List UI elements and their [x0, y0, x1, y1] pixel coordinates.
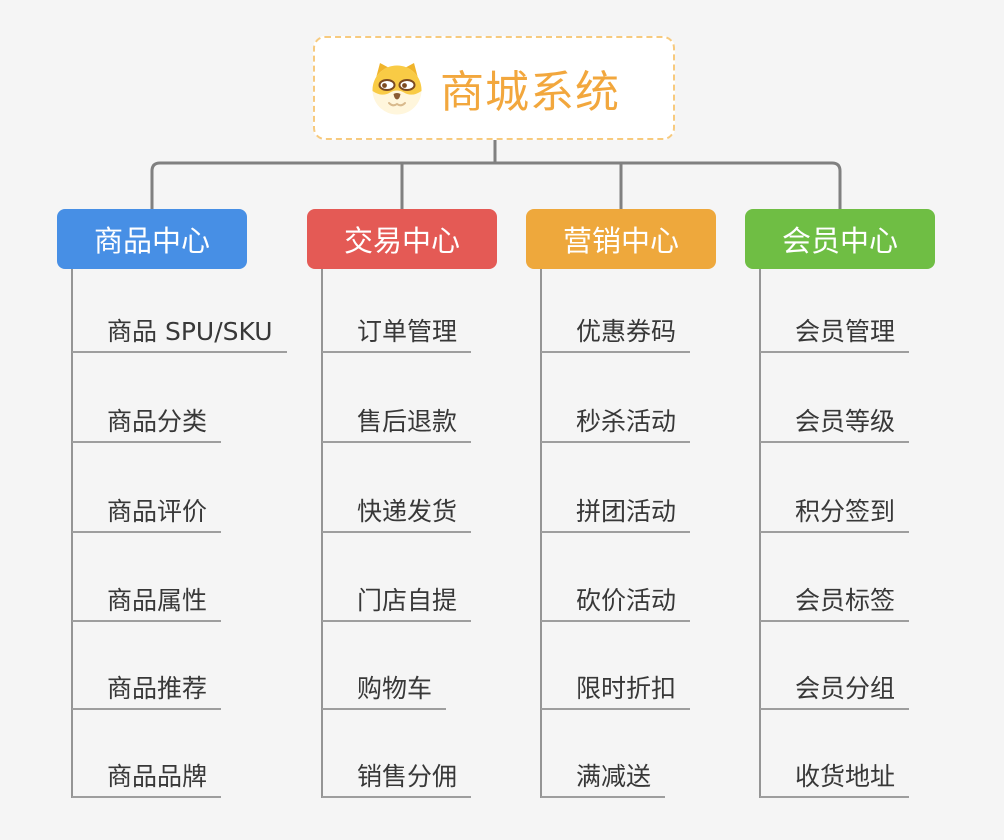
leaf-label: 优惠券码	[576, 317, 677, 346]
leaf-label: 订单管理	[357, 317, 458, 346]
leaf-item-trade-center-3[interactable]: 快递发货	[322, 487, 472, 533]
leaf-label: 会员等级	[795, 407, 896, 436]
leaf-item-product-center-2[interactable]: 商品分类	[72, 397, 222, 443]
leaf-label: 会员管理	[795, 317, 896, 346]
leaf-label: 满减送	[576, 762, 652, 791]
leaf-label: 商品 SPU/SKU	[107, 317, 273, 346]
leaf-label: 商品品牌	[107, 762, 208, 791]
leaf-item-member-center-6[interactable]: 收货地址	[760, 752, 910, 798]
leaf-item-trade-center-6[interactable]: 销售分佣	[322, 752, 472, 798]
leaf-item-marketing-center-5[interactable]: 限时折扣	[541, 664, 691, 710]
leaf-item-product-center-1[interactable]: 商品 SPU/SKU	[72, 307, 287, 353]
leaf-label: 快递发货	[357, 497, 458, 526]
leaf-label: 拼团活动	[576, 497, 677, 526]
leaf-item-product-center-5[interactable]: 商品推荐	[72, 664, 222, 710]
leaf-item-marketing-center-3[interactable]: 拼团活动	[541, 487, 691, 533]
branch-node-trade-center[interactable]: 交易中心	[307, 209, 497, 269]
leaf-item-marketing-center-4[interactable]: 砍价活动	[541, 576, 691, 622]
leaf-label: 商品分类	[107, 407, 208, 436]
leaf-item-marketing-center-2[interactable]: 秒杀活动	[541, 397, 691, 443]
leaf-label: 砍价活动	[576, 586, 677, 615]
leaf-label: 会员分组	[795, 674, 896, 703]
leaf-label: 会员标签	[795, 586, 896, 615]
leaf-item-trade-center-1[interactable]: 订单管理	[322, 307, 472, 353]
leaf-item-product-center-4[interactable]: 商品属性	[72, 576, 222, 622]
leaf-label: 销售分佣	[357, 762, 458, 791]
root-node-mall-system[interactable]: 商城系统	[313, 36, 675, 140]
branch-label: 交易中心	[343, 224, 460, 258]
leaf-label: 售后退款	[357, 407, 458, 436]
leaf-item-member-center-1[interactable]: 会员管理	[760, 307, 910, 353]
branch-label: 商品中心	[93, 224, 210, 258]
leaf-item-member-center-3[interactable]: 积分签到	[760, 487, 910, 533]
branch-node-member-center[interactable]: 会员中心	[745, 209, 935, 269]
leaf-item-member-center-5[interactable]: 会员分组	[760, 664, 910, 710]
leaf-label: 积分签到	[795, 497, 896, 526]
leaf-item-trade-center-2[interactable]: 售后退款	[322, 397, 472, 443]
leaf-label: 商品评价	[107, 497, 208, 526]
branch-node-marketing-center[interactable]: 营销中心	[526, 209, 716, 269]
branch-node-product-center[interactable]: 商品中心	[57, 209, 247, 269]
leaf-label: 门店自提	[357, 586, 458, 615]
leaf-label: 秒杀活动	[576, 407, 677, 436]
leaf-label: 限时折扣	[576, 674, 677, 703]
leaf-item-product-center-6[interactable]: 商品品牌	[72, 752, 222, 798]
leaf-label: 购物车	[357, 674, 433, 703]
leaf-item-trade-center-5[interactable]: 购物车	[322, 664, 447, 710]
leaf-item-trade-center-4[interactable]: 门店自提	[322, 576, 472, 622]
leaf-label: 商品推荐	[107, 674, 208, 703]
leaf-item-member-center-4[interactable]: 会员标签	[760, 576, 910, 622]
leaf-item-member-center-2[interactable]: 会员等级	[760, 397, 910, 443]
trunk-connector	[150, 138, 842, 211]
leaf-item-product-center-3[interactable]: 商品评价	[72, 487, 222, 533]
leaf-item-marketing-center-1[interactable]: 优惠券码	[541, 307, 691, 353]
branch-label: 营销中心	[562, 224, 679, 258]
branch-label: 会员中心	[781, 224, 898, 258]
leaf-label: 商品属性	[107, 586, 208, 615]
leaf-item-marketing-center-6[interactable]: 满减送	[541, 752, 666, 798]
leaf-label: 收货地址	[795, 762, 896, 791]
root-label: 商城系统	[440, 67, 620, 118]
dog-face-icon	[372, 63, 422, 115]
